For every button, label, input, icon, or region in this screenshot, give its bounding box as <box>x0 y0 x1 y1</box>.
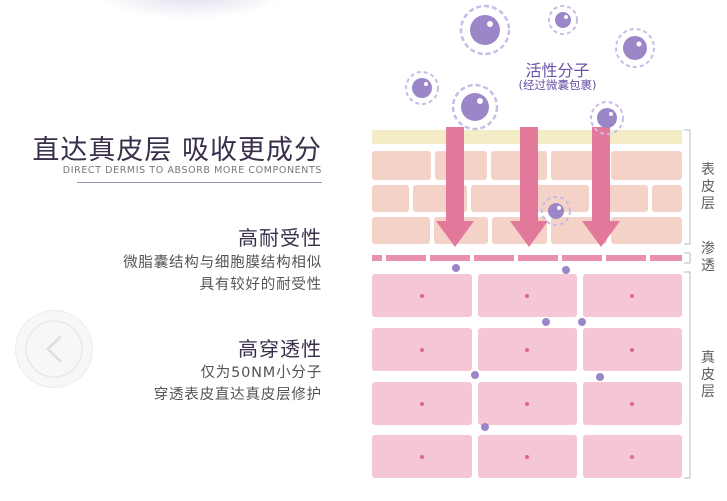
cell-nucleus <box>420 402 424 406</box>
layer-brackets <box>684 129 691 479</box>
active-molecule-icon <box>541 196 571 226</box>
down-arrow-icon <box>582 127 620 247</box>
active-molecule-sublabel: (经过微囊包裹) <box>518 78 597 92</box>
active-molecule-icon <box>459 4 511 56</box>
feature-title-tolerance: 高耐受性 <box>238 226 322 250</box>
feature-desc-penetration-2: 穿透表皮直达真皮层修护 <box>153 387 322 403</box>
small-molecule <box>542 318 550 326</box>
cell-nucleus <box>525 402 529 406</box>
permeation-segment <box>518 255 558 261</box>
feature-desc-tolerance-2: 具有较好的耐受性 <box>199 277 322 293</box>
page-title: 直达真皮层 吸收更成分 <box>32 135 322 166</box>
dermis-cells <box>372 274 682 478</box>
epidermis-bracket <box>684 129 691 245</box>
previous-slide-button[interactable] <box>15 310 93 388</box>
cell-nucleus <box>525 348 529 352</box>
feature-title-penetration: 高穿透性 <box>238 337 322 361</box>
cell-nucleus <box>630 348 634 352</box>
epidermis-label: 表皮层 <box>701 162 715 212</box>
cell-nucleus <box>525 455 529 459</box>
small-molecule <box>562 266 570 274</box>
cell-nucleus <box>420 455 424 459</box>
chevron-left-icon <box>25 320 83 378</box>
active-molecule-label: 活性分子 <box>525 61 590 80</box>
small-molecule <box>452 264 460 272</box>
dermis-bracket <box>684 271 691 479</box>
encapsulated-molecules <box>405 4 655 226</box>
down-arrow-icon <box>510 127 548 247</box>
permeation-segment <box>650 255 682 261</box>
active-molecule-icon <box>615 28 655 68</box>
permeation-segment <box>372 255 382 261</box>
small-molecule <box>481 423 489 431</box>
dermis-label: 真皮层 <box>701 350 715 400</box>
small-molecule <box>596 373 604 381</box>
cell-nucleus <box>630 294 634 298</box>
page-subtitle: DIRECT DERMIS TO ABSORB MORE COMPONENTS <box>62 165 322 176</box>
permeation-segment <box>430 255 470 261</box>
epidermis-cell <box>372 217 430 244</box>
permeation-bracket <box>684 252 691 264</box>
cell-nucleus <box>630 402 634 406</box>
active-molecule-icon <box>590 101 624 135</box>
penetration-arrows <box>436 127 620 247</box>
permeation-segment <box>474 255 514 261</box>
small-molecule <box>578 318 586 326</box>
epidermis-cell <box>491 151 547 180</box>
permeation-label: 渗透 <box>701 241 715 274</box>
cell-nuclei <box>420 294 634 459</box>
epidermis-cell <box>611 151 682 180</box>
epidermis-cell <box>372 151 431 180</box>
small-molecules <box>452 264 604 431</box>
down-arrow-icon <box>436 127 474 247</box>
cell-nucleus <box>525 294 529 298</box>
epidermis-cell <box>611 217 682 244</box>
cell-nucleus <box>420 348 424 352</box>
title-divider <box>77 182 322 183</box>
feature-desc-tolerance-1: 微脂囊结构与细胞膜结构相似 <box>123 255 322 271</box>
small-molecule <box>471 371 479 379</box>
active-molecule-icon <box>451 83 499 131</box>
feature-desc-penetration-1: 仅为50NM小分子 <box>200 365 322 381</box>
epidermis-cell <box>471 185 529 212</box>
permeation-segment <box>562 255 602 261</box>
active-molecule-icon <box>405 71 439 105</box>
top-glow-decoration <box>90 0 290 20</box>
cell-nucleus <box>630 455 634 459</box>
cell-nucleus <box>420 294 424 298</box>
permeation-line <box>372 255 682 261</box>
epidermis-cell <box>652 185 682 212</box>
permeation-segment <box>386 255 426 261</box>
epidermis-cell <box>372 185 409 212</box>
active-molecule-icon <box>548 5 578 35</box>
permeation-segment <box>606 255 646 261</box>
